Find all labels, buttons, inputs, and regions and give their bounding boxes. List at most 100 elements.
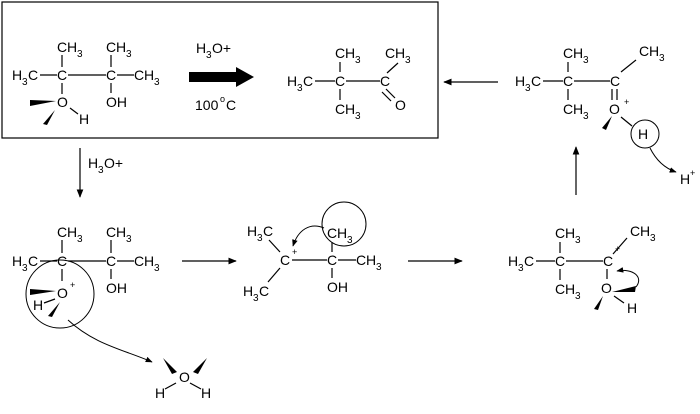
wedge-bond — [30, 289, 56, 295]
condition-unit: C — [226, 97, 236, 113]
atom-c: C — [57, 67, 67, 83]
wedge-bond — [602, 116, 612, 130]
step-reagent-h: H — [88, 155, 98, 171]
bond — [267, 267, 281, 283]
hydroxyl-label: OH — [106, 94, 127, 110]
bond — [268, 239, 281, 253]
rearranged-carbocation: H 3 C C C H 3 C H 3 C + C H 3 O H — [508, 223, 656, 316]
atom-c: C — [303, 73, 313, 89]
subscript-3: 3 — [347, 235, 353, 246]
atom-h: H — [247, 223, 257, 239]
atom-c: C — [106, 39, 116, 55]
protonated-ketone: H 3 C C C H 3 C H 3 C C H 3 O + H H + — [515, 43, 695, 187]
atom-h: H — [565, 225, 575, 241]
atom-c: C — [335, 101, 345, 117]
proton-plus: + — [690, 168, 695, 178]
subscript-3: 3 — [257, 233, 263, 244]
subscript-3: 3 — [154, 77, 160, 88]
atom-h: H — [573, 101, 583, 117]
atom-c: C — [280, 252, 290, 268]
atom-h: H — [565, 281, 575, 297]
hydroxyl-label: OH — [327, 279, 348, 295]
bond — [69, 107, 79, 115]
atom-h: H — [155, 385, 165, 401]
atom-h: H — [67, 224, 77, 240]
atom-c: C — [335, 73, 345, 89]
atom-o: O — [609, 101, 620, 117]
atom-c: C — [555, 225, 565, 241]
atom-c: C — [610, 73, 620, 89]
subscript-3: 3 — [659, 53, 665, 64]
bond — [164, 382, 177, 390]
subscript-3: 3 — [583, 55, 589, 66]
wedge-bond — [163, 358, 177, 374]
atom-c: C — [380, 73, 390, 89]
wedge-bond — [43, 110, 55, 125]
atom-h: H — [144, 67, 154, 83]
atom-c: C — [106, 224, 116, 240]
atom-h: H — [345, 45, 355, 61]
atom-h: H — [640, 223, 650, 239]
atom-o: O — [57, 285, 68, 301]
overall-reaction-arrow — [189, 67, 254, 87]
bond — [613, 295, 625, 304]
degree-o: o — [220, 94, 225, 104]
atom-h: H — [116, 224, 126, 240]
atom-c: C — [531, 73, 541, 89]
subscript-3: 3 — [77, 234, 83, 245]
wedge-bond — [612, 286, 636, 292]
reagent-o-plus: O+ — [212, 40, 231, 56]
free-proton: H — [680, 171, 690, 187]
double-bond — [381, 91, 392, 102]
atom-h: H — [287, 73, 297, 89]
subscript-3: 3 — [126, 49, 132, 60]
step-reagent-sub-3: 3 — [98, 165, 104, 176]
tertiary-carbocation: H 3 C C + H 3 C C C H 3 C H 3 OH — [243, 201, 382, 304]
atom-c: C — [563, 73, 573, 89]
atom-h: H — [627, 300, 637, 316]
pinacolone-product-box: H 3 C C C H 3 C H 3 C C H 3 O — [287, 45, 411, 122]
atom-c: C — [263, 223, 273, 239]
atom-h: H — [649, 43, 659, 59]
subscript-3: 3 — [126, 234, 132, 245]
atom-c: C — [106, 67, 116, 83]
atom-h: H — [573, 45, 583, 61]
protonated-pinacol: H 3 C C C H 3 C C H 3 C H 3 OH O + H — [12, 224, 160, 363]
subscript-3: 3 — [376, 262, 382, 273]
wedge-bond — [193, 358, 207, 374]
double-bond — [385, 88, 396, 99]
atom-h: H — [12, 67, 22, 83]
condition-temperature: 100 — [195, 97, 219, 113]
atom-c: C — [385, 45, 395, 61]
hydroxyl-label: OH — [106, 280, 127, 296]
atom-h: H — [508, 253, 518, 269]
atom-h: H — [395, 45, 405, 61]
atom-c: C — [57, 253, 67, 269]
water-leaving-arrow — [67, 319, 153, 363]
subscript-3: 3 — [650, 233, 656, 244]
bond — [386, 62, 399, 74]
proton-leaving-arrow — [649, 147, 677, 173]
atom-h: H — [366, 252, 376, 268]
atom-c: C — [603, 253, 613, 269]
atom-h: H — [337, 225, 347, 241]
subscript-3: 3 — [77, 49, 83, 60]
atom-c: C — [563, 101, 573, 117]
overall-conditions: H 3 O+ 100 o C — [189, 40, 254, 113]
subscript-3: 3 — [22, 77, 28, 88]
wedge-bond — [48, 302, 60, 317]
bond — [43, 298, 56, 304]
subscript-3: 3 — [253, 293, 259, 304]
atom-h: H — [201, 385, 211, 401]
leaving-group-circle — [25, 259, 95, 329]
cation-plus: + — [292, 247, 297, 257]
methyl-shift-curved-arrow — [292, 225, 325, 247]
atom-h: H — [67, 39, 77, 55]
atom-o: O — [601, 280, 612, 296]
charge-plus: + — [70, 280, 75, 290]
pinacol-reactant: H 3 C C C H 3 C C H 3 C H 3 OH O H — [12, 39, 160, 127]
atom-h: H — [33, 297, 43, 313]
lone-pair-donation-arrow — [616, 267, 640, 288]
subscript-3: 3 — [22, 263, 28, 274]
